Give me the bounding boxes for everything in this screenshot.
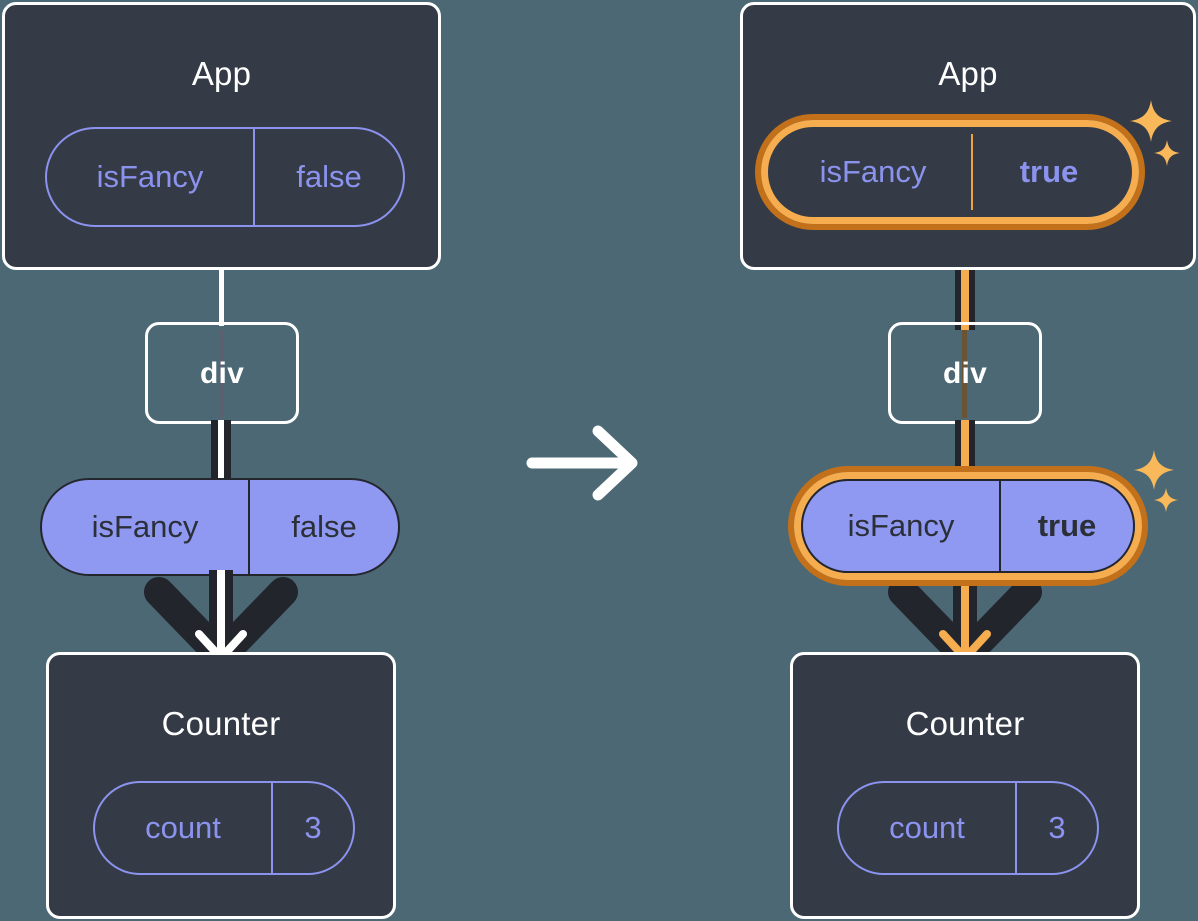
app-title-before: App — [191, 55, 252, 92]
prop-value-before: false — [248, 480, 398, 574]
counter-node-after: Counter count 3 — [790, 652, 1140, 919]
connector-app-to-div-orange-after — [961, 222, 969, 330]
app-state-highlight-ring-after — [755, 114, 1145, 230]
connector-through-div-after — [962, 330, 967, 418]
prop-highlight-ring-after — [788, 466, 1148, 586]
prop-highlight-ring-inner-after — [794, 472, 1142, 580]
before-panel: App isFancy false div isFancy false — [0, 0, 520, 921]
transition-arrow-icon — [526, 425, 638, 501]
app-state-key-before: isFancy — [96, 159, 204, 194]
sparkle-large-icon-app-after — [1130, 100, 1172, 142]
connector-app-to-div-before — [219, 266, 224, 326]
sparkle-small-icon-prop-after — [1153, 487, 1179, 513]
counter-title-before: Counter — [161, 705, 281, 742]
app-state-value-before: false — [253, 129, 403, 225]
app-state-highlight-ring-inner-after — [761, 120, 1139, 224]
app-state-pill-after: isFancy true — [775, 134, 1125, 210]
counter-title-after: Counter — [905, 705, 1025, 742]
counter-state-pill-after: count 3 — [837, 781, 1099, 875]
prop-key-after: isFancy — [847, 508, 955, 543]
app-title-after: App — [938, 55, 998, 92]
connector-div-to-prop-orange-after — [961, 420, 969, 490]
app-state-key-after: isFancy — [819, 154, 927, 189]
prop-value-after: true — [999, 481, 1133, 571]
after-panel: App isFancy true div — [700, 0, 1198, 921]
counter-node-before: Counter count 3 — [46, 652, 396, 919]
sparkle-large-icon-prop-after — [1133, 449, 1175, 491]
counter-state-key-after: count — [889, 810, 965, 845]
counter-state-value-before: 3 — [271, 783, 353, 873]
connector-through-div-before — [220, 330, 223, 418]
sparkle-small-icon-app-after — [1154, 140, 1180, 166]
counter-state-key-before: count — [145, 810, 221, 845]
counter-state-value-after: 3 — [1015, 783, 1097, 873]
prop-pill-before: isFancy false — [40, 478, 400, 576]
div-label-after: div — [943, 357, 987, 390]
connector-div-to-prop-light-before — [218, 420, 224, 490]
app-state-value-after: true — [971, 134, 1125, 210]
app-state-pill-before: isFancy false — [45, 127, 405, 227]
prop-key-before: isFancy — [91, 509, 199, 544]
app-node-before: App isFancy false — [2, 2, 441, 270]
prop-pill-after: isFancy true — [801, 479, 1135, 573]
div-label-before: div — [200, 357, 244, 390]
counter-state-pill-before: count 3 — [93, 781, 355, 875]
